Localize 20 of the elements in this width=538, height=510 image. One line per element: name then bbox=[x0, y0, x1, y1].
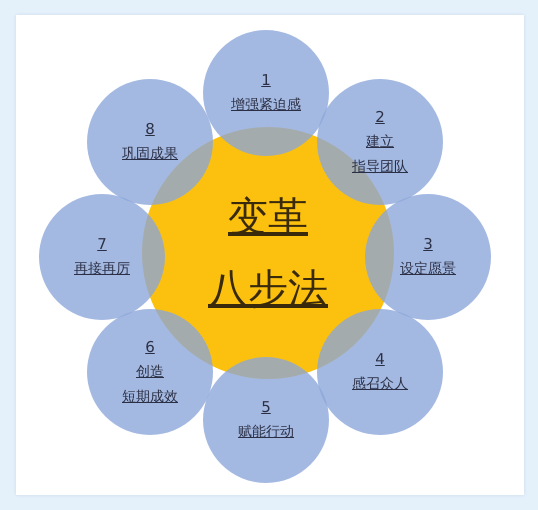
step-label: 创造 bbox=[136, 364, 164, 380]
step-number: 4 bbox=[375, 352, 385, 367]
step-label: 设定愿景 bbox=[400, 262, 456, 277]
step-label: 建立 bbox=[366, 134, 394, 150]
step-number: 5 bbox=[261, 400, 271, 415]
step-number: 8 bbox=[145, 122, 155, 137]
step-label: 巩固成果 bbox=[122, 147, 178, 162]
step-label: 增强紧迫感 bbox=[231, 98, 301, 113]
title-text: 变革 bbox=[228, 195, 308, 239]
step-number: 7 bbox=[97, 237, 107, 252]
step-label: 感召众人 bbox=[352, 377, 408, 392]
step-number: 3 bbox=[423, 237, 433, 252]
title-text: 八步法 bbox=[208, 267, 328, 311]
step-label: 短期成效 bbox=[122, 390, 178, 404]
step-label: 指导团队 bbox=[352, 160, 408, 174]
step-label: 赋能行动 bbox=[238, 425, 294, 440]
step-number: 2 bbox=[375, 110, 385, 124]
step-number: 6 bbox=[145, 340, 155, 354]
step-number: 1 bbox=[261, 73, 271, 88]
step-label: 再接再厉 bbox=[74, 262, 130, 277]
